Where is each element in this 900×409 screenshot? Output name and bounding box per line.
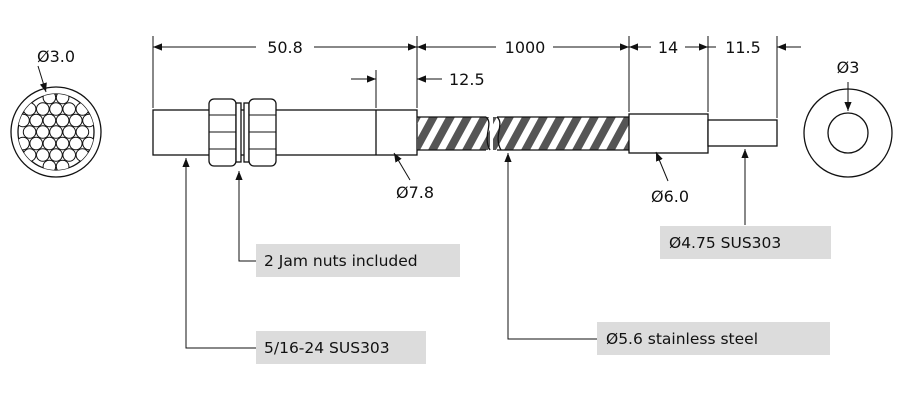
fiber-core bbox=[55, 136, 70, 151]
break-line-right bbox=[496, 116, 502, 151]
flexible-sheath bbox=[417, 116, 629, 151]
sheath-stripe bbox=[555, 117, 582, 150]
probe-tip bbox=[707, 119, 778, 147]
ferrule bbox=[628, 113, 709, 154]
callout-tip: Ø4.75 SUS303 bbox=[660, 149, 831, 259]
tip-end-view: Ø3 bbox=[803, 58, 893, 178]
callout-jam-nuts: 2 Jam nuts included bbox=[235, 171, 460, 277]
callout-thread: 5/16-24 SUS303 bbox=[182, 158, 426, 364]
jam-nuts-callout-text: 2 Jam nuts included bbox=[264, 252, 418, 270]
fiber-cores bbox=[18, 94, 94, 170]
fiber-core bbox=[69, 136, 83, 151]
sheath-stripe bbox=[417, 117, 438, 150]
thread-offset-label: 12.5 bbox=[449, 70, 485, 89]
sheath-stripe bbox=[493, 117, 497, 125]
fiber-core bbox=[36, 125, 50, 139]
fiber-core bbox=[29, 113, 44, 128]
tip-length-label: 11.5 bbox=[725, 38, 761, 57]
tip-callout-text: Ø4.75 SUS303 bbox=[669, 234, 781, 252]
fiber-core bbox=[42, 159, 57, 170]
bundle-diameter-leader bbox=[37, 65, 47, 93]
sheath-stripe bbox=[521, 117, 548, 150]
fiber-core bbox=[42, 94, 57, 105]
ferrule-length-label: 14 bbox=[658, 38, 678, 57]
cable-length-label: 1000 bbox=[505, 38, 546, 57]
sheath-stripe bbox=[538, 117, 565, 150]
fiber-core bbox=[42, 113, 57, 128]
fiber-core bbox=[49, 148, 63, 162]
fiber-core bbox=[29, 136, 44, 151]
sheath-stripe bbox=[462, 117, 489, 150]
fiber-core bbox=[62, 125, 76, 139]
washer-left bbox=[235, 102, 242, 163]
fiber-core bbox=[55, 94, 70, 105]
fiber-core bbox=[62, 148, 76, 162]
bundle-end-view: Ø3.0 bbox=[10, 47, 102, 178]
body-diameter-label: Ø7.8 bbox=[396, 183, 434, 202]
sheath-stripe bbox=[428, 117, 455, 150]
fiber-core bbox=[36, 148, 50, 162]
sheath-stripe bbox=[572, 117, 599, 150]
fiber-core bbox=[36, 102, 50, 116]
threaded-body bbox=[152, 109, 418, 156]
jam-nut-right bbox=[248, 98, 277, 167]
fiber-core bbox=[69, 113, 83, 128]
sheath-stripe bbox=[504, 117, 531, 150]
sheath-stripe bbox=[606, 117, 629, 150]
sheath-stripe bbox=[623, 139, 629, 150]
sheath-stripe bbox=[417, 117, 421, 125]
body-diameter-leader bbox=[393, 152, 411, 181]
body-length-label: 50.8 bbox=[267, 38, 303, 57]
fiber-core bbox=[49, 102, 63, 116]
fiber-core bbox=[22, 125, 37, 139]
fiber-core bbox=[75, 125, 90, 139]
top-dimensions: 50.8 1000 14 11.5 12.5 bbox=[152, 36, 801, 118]
fiber-core bbox=[49, 125, 63, 139]
sheath-stripe bbox=[445, 117, 472, 150]
washer-right bbox=[243, 102, 250, 163]
jam-nut-left bbox=[208, 98, 237, 167]
sheath-callout-text: Ø5.6 stainless steel bbox=[606, 330, 758, 348]
fiber-core bbox=[55, 159, 70, 170]
ferrule-diameter-label: Ø6.0 bbox=[651, 187, 689, 206]
bundle-diameter-label: Ø3.0 bbox=[37, 47, 75, 66]
break-line-left bbox=[485, 116, 491, 151]
thread-callout-text: 5/16-24 SUS303 bbox=[264, 339, 390, 357]
ferrule-diameter-leader bbox=[655, 151, 669, 182]
tip-end-diameter-label: Ø3 bbox=[837, 58, 860, 77]
sheath-stripe bbox=[589, 117, 616, 150]
fiber-core bbox=[42, 136, 57, 151]
callout-sheath: Ø5.6 stainless steel bbox=[504, 153, 830, 355]
fiber-core bbox=[62, 102, 76, 116]
fiber-core bbox=[55, 113, 70, 128]
